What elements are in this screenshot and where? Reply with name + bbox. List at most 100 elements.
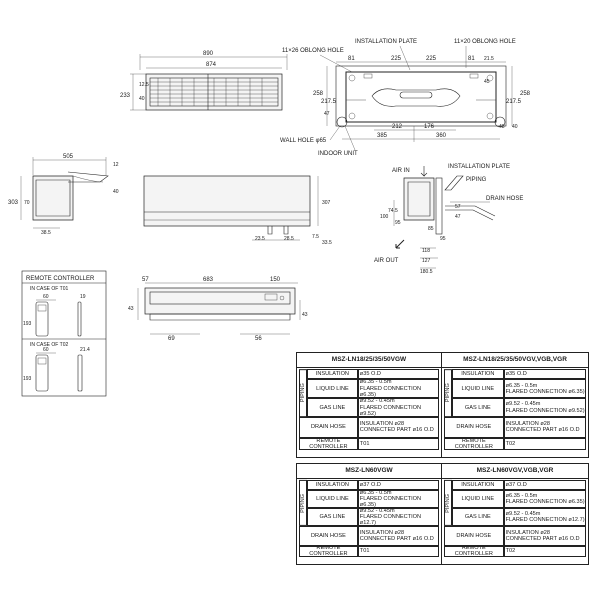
remote-t01-front bbox=[35, 301, 49, 337]
svg-text:19: 19 bbox=[80, 294, 86, 300]
dim-874: 874 bbox=[206, 62, 217, 68]
remote-controller-panel: REMOTE CONTROLLER IN CASE OF T01 60 19 1… bbox=[21, 270, 107, 397]
spec-table-title: MSZ-LN60VGW bbox=[297, 464, 441, 479]
svg-text:258: 258 bbox=[520, 91, 531, 97]
unit-front-wide-body bbox=[143, 175, 311, 227]
svg-text:127: 127 bbox=[422, 258, 431, 264]
remote-controller-label: REMOTE CONTROLLER bbox=[444, 437, 504, 450]
drain-hose-label: DRAIN HOSE bbox=[299, 525, 358, 546]
svg-text:225: 225 bbox=[426, 56, 437, 62]
gas-line-label: GAS LINE bbox=[452, 507, 504, 526]
svg-text:12: 12 bbox=[113, 162, 119, 168]
remote-t02-front bbox=[35, 354, 49, 392]
piping-label: PIPING bbox=[444, 369, 452, 418]
liquid-line-label: LIQUID LINE bbox=[452, 379, 504, 399]
liquid-line-label: LIQUID LINE bbox=[307, 489, 358, 508]
svg-text:57: 57 bbox=[455, 204, 461, 210]
top-front-view: 890 874 233 12.5 40 bbox=[120, 51, 288, 111]
drain-hose-label: DRAIN HOSE bbox=[444, 525, 504, 546]
svg-text:193: 193 bbox=[23, 376, 32, 382]
insulation-label: INSULATION bbox=[452, 480, 504, 490]
svg-text:258: 258 bbox=[313, 91, 324, 97]
remote-title: REMOTE CONTROLLER bbox=[26, 276, 95, 282]
drain-hose-label: DRAIN HOSE bbox=[299, 417, 358, 438]
remote-t01-side bbox=[77, 301, 82, 337]
wall-hole-right bbox=[494, 116, 506, 128]
piping-label: PIPING bbox=[299, 369, 307, 418]
svg-text:47: 47 bbox=[455, 214, 461, 220]
svg-text:40: 40 bbox=[512, 124, 518, 130]
gas-line-label: GAS LINE bbox=[307, 507, 358, 526]
remote-controller-label: REMOTE CONTROLLER bbox=[299, 545, 358, 558]
svg-text:38.5: 38.5 bbox=[41, 230, 51, 236]
drain-hose-label: DRAIN HOSE bbox=[444, 417, 504, 438]
installation-plate bbox=[345, 71, 497, 123]
label-oblong-hole-right: 11×20 OBLONG HOLE bbox=[454, 39, 516, 45]
remote-controller-label: REMOTE CONTROLLER bbox=[444, 545, 504, 558]
svg-text:81: 81 bbox=[348, 56, 355, 62]
label-indoor-unit: INDOOR UNIT bbox=[318, 151, 358, 157]
svg-text:23.5: 23.5 bbox=[255, 236, 265, 242]
label-drain-hose: DRAIN HOSE bbox=[486, 196, 523, 202]
piping-view: AIR IN INSTALLATION PLATE PIPING DRAIN H… bbox=[374, 164, 523, 275]
svg-text:360: 360 bbox=[436, 133, 447, 139]
remote-controller-label: REMOTE CONTROLLER bbox=[299, 437, 358, 450]
svg-text:385: 385 bbox=[377, 133, 388, 139]
indoor-unit-outline bbox=[335, 65, 507, 127]
svg-text:303: 303 bbox=[8, 200, 19, 206]
label-wall-hole: WALL HOLE φ65 bbox=[280, 138, 327, 144]
svg-text:95: 95 bbox=[395, 220, 401, 226]
svg-text:180.5: 180.5 bbox=[420, 269, 433, 275]
dim-233: 233 bbox=[120, 93, 131, 99]
label-installation-plate: INSTALLATION PLATE bbox=[355, 39, 417, 45]
svg-text:307: 307 bbox=[322, 200, 331, 206]
unit-front-wide: 307 23.5 28.5 7.5 33.5 bbox=[143, 175, 332, 246]
svg-text:95: 95 bbox=[440, 236, 446, 242]
svg-text:70: 70 bbox=[24, 200, 30, 206]
label-oblong-hole-left: 11×26 OBLONG HOLE bbox=[282, 48, 344, 54]
remote-t02-side bbox=[77, 354, 83, 392]
svg-text:43: 43 bbox=[302, 312, 308, 318]
svg-text:217.5: 217.5 bbox=[321, 99, 337, 105]
piping-unit-body bbox=[403, 177, 435, 221]
remote-controller-value: T02 bbox=[503, 437, 586, 450]
unit-bottom-view: 57 683 150 43 43 69 56 bbox=[128, 277, 308, 342]
svg-text:176: 176 bbox=[424, 124, 435, 130]
svg-text:150: 150 bbox=[270, 277, 281, 283]
svg-text:56: 56 bbox=[255, 336, 262, 342]
remote-controller-value: T02 bbox=[503, 545, 586, 558]
dim-890: 890 bbox=[203, 51, 214, 57]
side-view: 505 12 40 303 70 38.5 bbox=[8, 154, 119, 236]
label-piping: PIPING bbox=[466, 177, 487, 183]
label-installation-plate-2: INSTALLATION PLATE bbox=[448, 164, 510, 170]
spec-table-title: MSZ-LN18/25/35/50VGV,VGB,VGR bbox=[442, 353, 588, 368]
svg-text:118: 118 bbox=[422, 248, 430, 254]
remote-case-t02: IN CASE OF T02 bbox=[30, 342, 68, 348]
insulation-label: INSULATION bbox=[452, 369, 504, 380]
svg-text:74.5: 74.5 bbox=[388, 208, 398, 214]
svg-text:60: 60 bbox=[43, 347, 49, 353]
liquid-line-label: LIQUID LINE bbox=[307, 379, 358, 399]
svg-text:33.5: 33.5 bbox=[322, 240, 332, 246]
svg-text:683: 683 bbox=[203, 277, 214, 283]
svg-text:85: 85 bbox=[428, 226, 434, 232]
gas-line-label: GAS LINE bbox=[452, 398, 504, 418]
svg-text:100: 100 bbox=[380, 214, 389, 220]
dim-505: 505 bbox=[63, 154, 74, 160]
insulation-value: ø37 O.D bbox=[357, 480, 439, 490]
installation-plate-view: INSTALLATION PLATE 11×26 OBLONG HOLE 11×… bbox=[280, 39, 531, 157]
